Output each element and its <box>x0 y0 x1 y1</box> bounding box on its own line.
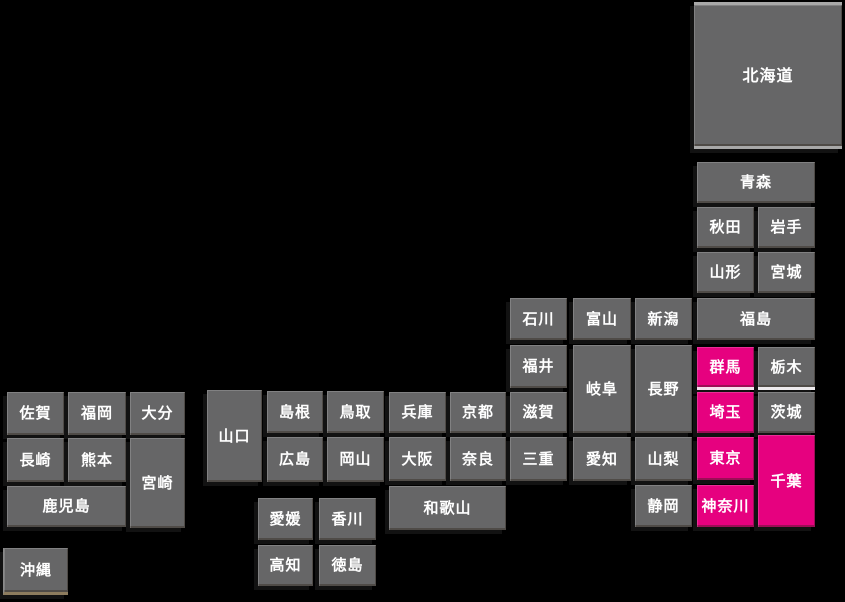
prefecture-tile-toyama[interactable]: 富山 <box>573 298 631 340</box>
prefecture-tile-fukushima[interactable]: 福島 <box>697 298 815 340</box>
prefecture-tile-aichi[interactable]: 愛知 <box>573 437 631 481</box>
prefecture-tile-okayama[interactable]: 岡山 <box>327 437 384 482</box>
prefecture-tile-shizuoka[interactable]: 静岡 <box>635 485 692 527</box>
prefecture-tile-fukui[interactable]: 福井 <box>510 345 567 388</box>
prefecture-tile-kyoto[interactable]: 京都 <box>450 392 506 433</box>
prefecture-tile-gifu[interactable]: 岐阜 <box>573 345 631 433</box>
prefecture-tile-kagoshima[interactable]: 鹿児島 <box>7 486 126 527</box>
prefecture-tile-wakayama[interactable]: 和歌山 <box>389 486 506 530</box>
prefecture-tile-gunma[interactable]: 群馬 <box>697 347 754 390</box>
prefecture-tile-saga[interactable]: 佐賀 <box>7 392 64 435</box>
prefecture-tile-tokushima[interactable]: 徳島 <box>319 545 376 586</box>
prefecture-tile-tochigi[interactable]: 栃木 <box>758 347 815 390</box>
prefecture-tile-nagano[interactable]: 長野 <box>635 345 692 433</box>
prefecture-tile-yamagata[interactable]: 山形 <box>697 252 754 293</box>
prefecture-tile-shiga[interactable]: 滋賀 <box>510 392 567 433</box>
prefecture-tile-aomori[interactable]: 青森 <box>697 162 815 203</box>
prefecture-tile-mie[interactable]: 三重 <box>510 437 567 481</box>
prefecture-tile-ishikawa[interactable]: 石川 <box>510 298 567 340</box>
prefecture-tile-ehime[interactable]: 愛媛 <box>258 498 313 540</box>
prefecture-tile-fukuoka[interactable]: 福岡 <box>68 392 126 435</box>
prefecture-tile-ibaraki[interactable]: 茨城 <box>758 392 815 433</box>
prefecture-tile-tottori[interactable]: 鳥取 <box>327 391 384 433</box>
prefecture-tile-tokyo[interactable]: 東京 <box>697 437 754 480</box>
prefecture-tile-nagasaki[interactable]: 長崎 <box>7 438 64 482</box>
prefecture-tile-kumamoto[interactable]: 熊本 <box>68 438 126 482</box>
prefecture-tile-kochi[interactable]: 高知 <box>258 545 313 586</box>
prefecture-tile-saitama[interactable]: 埼玉 <box>697 392 754 433</box>
prefecture-tile-osaka[interactable]: 大阪 <box>389 437 446 481</box>
prefecture-tile-niigata[interactable]: 新潟 <box>635 298 692 340</box>
prefecture-tile-nara[interactable]: 奈良 <box>450 437 506 481</box>
prefecture-tile-oita[interactable]: 大分 <box>130 392 185 435</box>
prefecture-tile-hiroshima[interactable]: 広島 <box>267 437 323 482</box>
prefecture-tile-shimane[interactable]: 島根 <box>267 391 323 433</box>
prefecture-tile-hyogo[interactable]: 兵庫 <box>389 392 446 433</box>
prefecture-tile-kanagawa[interactable]: 神奈川 <box>697 485 754 527</box>
prefecture-tile-yamaguchi[interactable]: 山口 <box>207 390 262 482</box>
prefecture-tile-akita[interactable]: 秋田 <box>697 207 754 248</box>
prefecture-tile-hokkaido[interactable]: 北海道 <box>694 2 842 149</box>
prefecture-tile-chiba[interactable]: 千葉 <box>758 435 815 527</box>
prefecture-tile-miyazaki[interactable]: 宮崎 <box>130 438 185 528</box>
prefecture-tile-yamanashi[interactable]: 山梨 <box>635 437 692 481</box>
prefecture-tile-okinawa[interactable]: 沖縄 <box>3 548 68 595</box>
prefecture-tile-iwate[interactable]: 岩手 <box>758 207 815 248</box>
prefecture-tile-kagawa[interactable]: 香川 <box>319 498 376 540</box>
prefecture-tile-miyagi[interactable]: 宮城 <box>758 252 815 293</box>
